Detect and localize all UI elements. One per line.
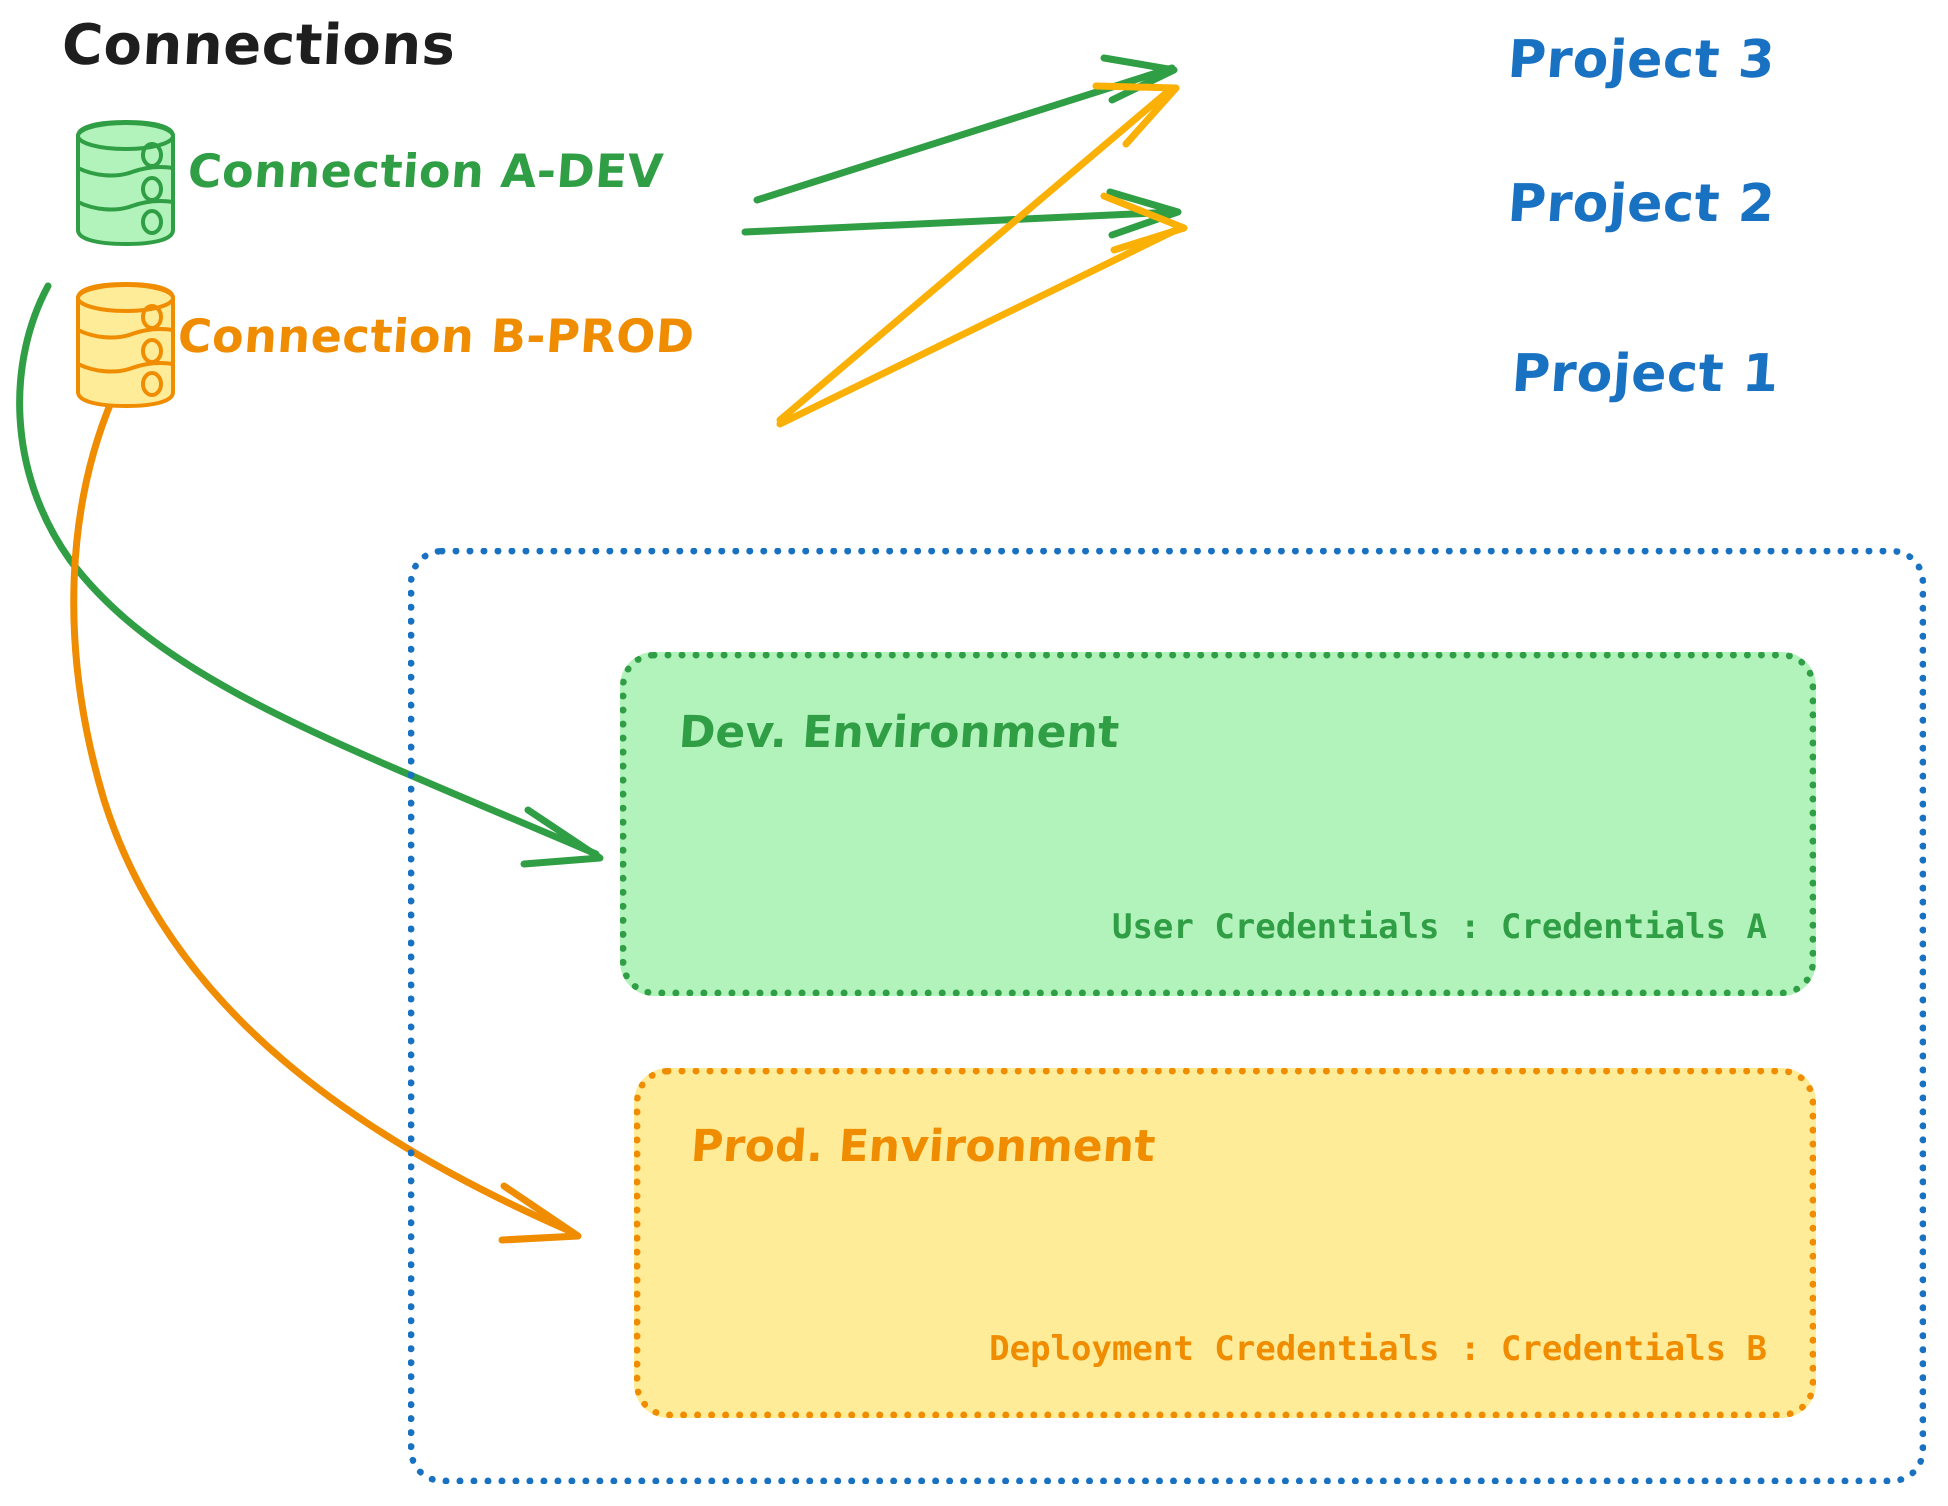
edge-adev-project2 bbox=[741, 188, 1182, 239]
edge-adev-project3 bbox=[753, 54, 1178, 204]
prod-environment-title: Prod. Environment bbox=[689, 1121, 1157, 1172]
prod-environment-credentials: Deployment Credentials : Credentials B bbox=[989, 1329, 1767, 1369]
connection-b-prod-label: Connection B-PROD bbox=[176, 309, 697, 363]
database-cylinder-icon bbox=[76, 282, 175, 408]
edge-bprod-project2 bbox=[776, 192, 1188, 428]
dev-environment-title: Dev. Environment bbox=[677, 707, 1121, 758]
project-1-container bbox=[408, 548, 1926, 1484]
dev-environment-credentials: User Credentials : Credentials A bbox=[1111, 907, 1767, 947]
dev-environment-box: Dev. Environment User Credentials : Cred… bbox=[620, 652, 1816, 996]
page-title: Connections bbox=[60, 13, 458, 78]
connection-a-dev-label: Connection A-DEV bbox=[186, 144, 666, 198]
project-3-label: Project 3 bbox=[1505, 30, 1778, 90]
database-cylinder-icon bbox=[76, 120, 175, 246]
prod-environment-box: Prod. Environment Deployment Credentials… bbox=[634, 1068, 1816, 1418]
edge-bprod-project3 bbox=[776, 82, 1180, 424]
project-1-label: Project 1 bbox=[1509, 344, 1782, 404]
project-2-label: Project 2 bbox=[1505, 174, 1778, 234]
